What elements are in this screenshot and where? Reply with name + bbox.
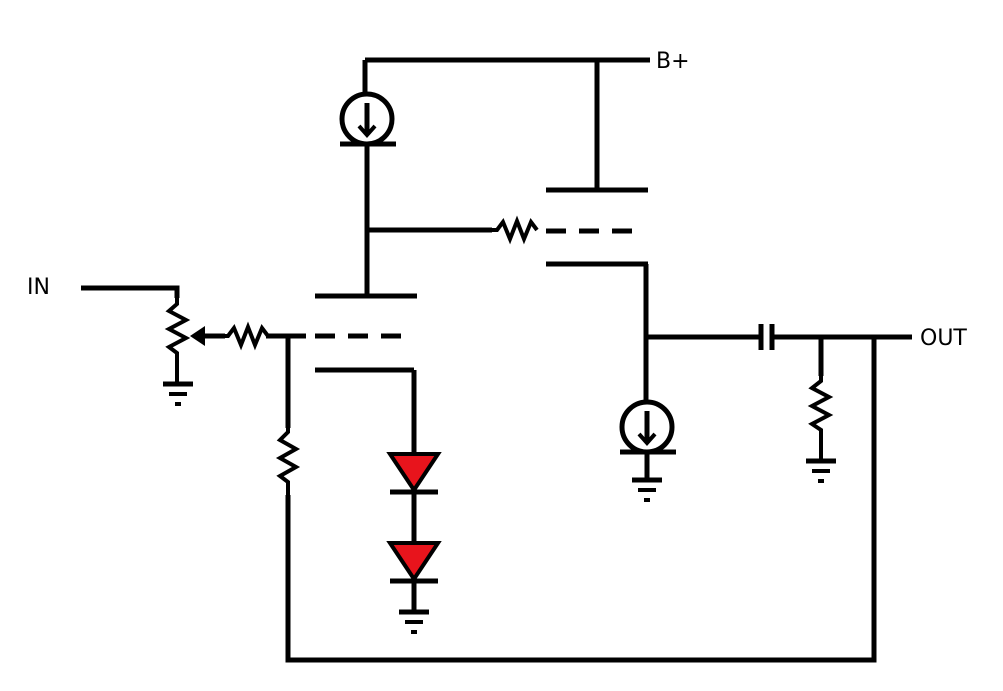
top-current-source [339,91,396,296]
triode-1 [315,293,417,454]
diode-upper [386,452,442,495]
grid-stopper-resistor-2 [490,215,539,245]
feedback-loop-wire [285,337,877,663]
supply-rail [362,57,650,190]
ground-icon [806,458,836,483]
load-resistor [807,376,834,459]
supply-label: B+ [656,49,690,74]
output-label: OUT [920,326,967,351]
ground-icon [399,609,429,634]
feedback-resistor [275,428,301,497]
volume-potentiometer [164,298,191,382]
diode-lower [386,541,442,584]
triode-2 [546,187,649,403]
input-label: IN [27,275,50,300]
bottom-current-source [619,399,676,478]
coupling-capacitor [758,324,775,350]
ground-icon [632,477,662,502]
grid-stopper-resistor-1 [223,321,270,351]
potentiometer-wiper-arrow [190,326,205,346]
input-wire [81,285,180,298]
ground-icon [163,381,193,406]
